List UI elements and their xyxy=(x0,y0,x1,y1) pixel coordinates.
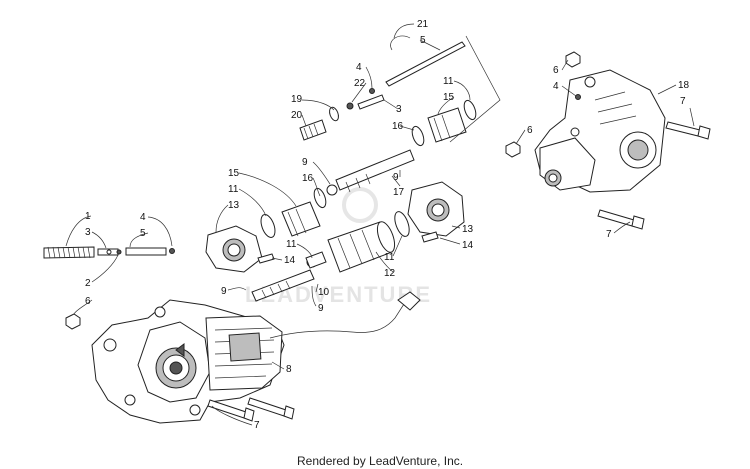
sleeve-part-upper xyxy=(411,99,477,147)
callout-c29: 3 xyxy=(396,104,402,115)
callout-c16: 16 xyxy=(302,173,314,184)
callout-c23: 8 xyxy=(286,364,292,375)
callout-c25: 19 xyxy=(291,94,303,105)
shaft-assembly-lower xyxy=(251,251,327,302)
callout-c21: 13 xyxy=(462,224,474,235)
seal-ring-left xyxy=(260,214,276,238)
leader-lines xyxy=(65,23,695,426)
spring-part xyxy=(43,246,95,259)
footer-credit: Rendered by LeadVenture, Inc. xyxy=(297,454,463,468)
bolt-part-right-upper xyxy=(665,121,711,140)
callout-c13: 9 xyxy=(318,303,324,314)
seal-ring-part xyxy=(394,211,410,237)
nut-part-right xyxy=(565,51,581,68)
washer-left xyxy=(313,187,327,209)
callout-c20: 12 xyxy=(384,268,396,279)
callout-c3: 2 xyxy=(85,278,91,289)
callout-c37: 18 xyxy=(678,80,690,91)
callout-c22: 14 xyxy=(462,240,474,251)
callout-c31: 21 xyxy=(417,19,429,30)
callout-c7: 9 xyxy=(221,286,227,297)
callout-c30: 16 xyxy=(392,121,404,132)
callout-c26: 20 xyxy=(291,110,303,121)
washer-part-right xyxy=(575,94,581,100)
callout-labels: 1 3 2 4 5 6 9 15 11 13 14 11 9 10 9 16 1… xyxy=(85,19,690,431)
callout-c9: 11 xyxy=(228,184,239,195)
bolt-part-lower xyxy=(207,397,295,422)
snap-ring-and-rod xyxy=(385,35,466,87)
callout-c32: 5 xyxy=(420,35,426,46)
callout-c34: 15 xyxy=(443,92,455,103)
callout-c10: 13 xyxy=(228,200,240,211)
assembly-leader xyxy=(449,35,501,143)
small-pin-part xyxy=(116,249,122,255)
callout-c15: 9 xyxy=(302,157,308,168)
bearing-cap-left xyxy=(205,225,263,273)
nut-part-right-lower xyxy=(505,141,521,158)
rod-part xyxy=(125,247,167,256)
coupler-part xyxy=(327,221,396,273)
callout-c2: 3 xyxy=(85,227,91,238)
front-differential-housing xyxy=(91,291,421,424)
pin-part xyxy=(97,248,119,256)
callout-c38: 7 xyxy=(680,96,686,107)
callout-c19: 11 xyxy=(384,252,395,263)
drive-shaft-center xyxy=(326,149,415,196)
callout-c12: 11 xyxy=(286,239,297,250)
breather-parts-group xyxy=(43,246,175,259)
callout-c8: 15 xyxy=(228,168,240,179)
bolt-part-left xyxy=(257,253,275,264)
callout-c24: 7 xyxy=(254,420,260,431)
callout-c27: 4 xyxy=(356,62,362,73)
callout-c4: 4 xyxy=(140,212,146,223)
callout-c6: 6 xyxy=(85,296,91,307)
washer-part xyxy=(169,248,175,254)
callout-c33: 11 xyxy=(443,76,454,87)
callout-c40: 7 xyxy=(606,229,612,240)
callout-c28: 22 xyxy=(354,78,366,89)
callout-c11: 14 xyxy=(284,255,296,266)
bolt-part-right xyxy=(421,231,439,243)
bearing-cap-right xyxy=(407,181,465,237)
actuator-pin-group xyxy=(299,88,385,141)
callout-c36: 4 xyxy=(553,81,559,92)
callout-c35: 6 xyxy=(553,65,559,76)
callout-c14: 10 xyxy=(318,287,330,298)
bolt-part-right-lower xyxy=(597,209,645,230)
sleeve-part-left xyxy=(281,201,321,237)
nut-part xyxy=(65,313,81,330)
callout-c17: 17 xyxy=(393,187,405,198)
callout-c5: 5 xyxy=(140,228,146,239)
callout-c18: 9 xyxy=(393,172,399,183)
callout-c39: 6 xyxy=(527,125,533,136)
rear-gear-housing xyxy=(534,69,666,193)
